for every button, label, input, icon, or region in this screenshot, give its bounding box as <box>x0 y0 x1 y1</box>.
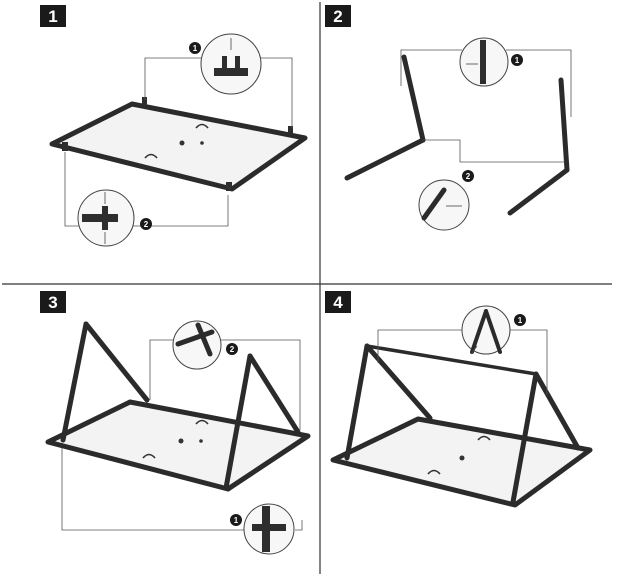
zoom-detail-bottom <box>77 189 135 247</box>
step-4-callout-1-dot <box>514 314 526 326</box>
cross-bar <box>365 344 538 376</box>
step-2-callout-1: 1 <box>515 56 520 65</box>
step-1-callout-1: 1 <box>193 44 198 53</box>
zoom-detail-top <box>461 305 511 355</box>
step-4-number: 4 <box>333 293 343 312</box>
left-leg <box>344 54 426 181</box>
right-leg <box>223 353 301 491</box>
step-3-callout-1-dot <box>230 514 242 526</box>
right-leg <box>507 77 570 216</box>
step-2-badge <box>325 5 351 27</box>
step-4-panel: 4 1 <box>325 291 593 508</box>
step-1-callout-2-dot <box>140 218 152 230</box>
step-3-badge <box>40 291 66 313</box>
callout-1-leader <box>400 49 572 117</box>
step-4-callout-1: 1 <box>518 316 523 325</box>
step-2-number: 2 <box>333 7 342 26</box>
callout-2-leader <box>423 139 565 163</box>
callout-2-leader <box>64 152 229 227</box>
solar-panel <box>49 97 308 192</box>
right-leg <box>510 371 581 505</box>
zoom-detail-top <box>459 37 509 87</box>
zoom-detail-top <box>200 33 262 95</box>
callout-2-leader <box>149 339 301 430</box>
step-4-badge <box>325 291 351 313</box>
step-3-callout-2: 2 <box>230 345 235 354</box>
zoom-detail-bottom <box>243 503 295 555</box>
step-3-callout-2-dot <box>226 343 238 355</box>
step-1-badge <box>40 5 66 27</box>
left-leg <box>60 321 150 443</box>
step-3-number: 3 <box>48 293 57 312</box>
solar-panel <box>45 399 311 492</box>
step-2-callout-1-dot <box>511 54 523 66</box>
step-1-number: 1 <box>48 7 57 26</box>
step-3-callout-1: 1 <box>234 516 239 525</box>
zoom-detail-bottom <box>418 179 470 231</box>
step-2-panel: 2 1 2 <box>325 5 572 231</box>
step-2-callout-2-dot <box>462 170 474 182</box>
left-leg <box>344 343 433 461</box>
callout-1-leader <box>61 448 303 531</box>
callout-1-leader <box>377 329 548 395</box>
zoom-detail-top <box>172 320 222 370</box>
step-1-panel: 1 1 <box>40 5 308 247</box>
callout-1-leader <box>144 57 293 128</box>
step-1-callout-1-dot <box>189 42 201 54</box>
solar-panel <box>330 416 593 508</box>
step-1-callout-2: 2 <box>144 220 149 229</box>
step-2-callout-2: 2 <box>466 172 471 181</box>
step-3-panel: 3 2 1 <box>40 291 311 555</box>
